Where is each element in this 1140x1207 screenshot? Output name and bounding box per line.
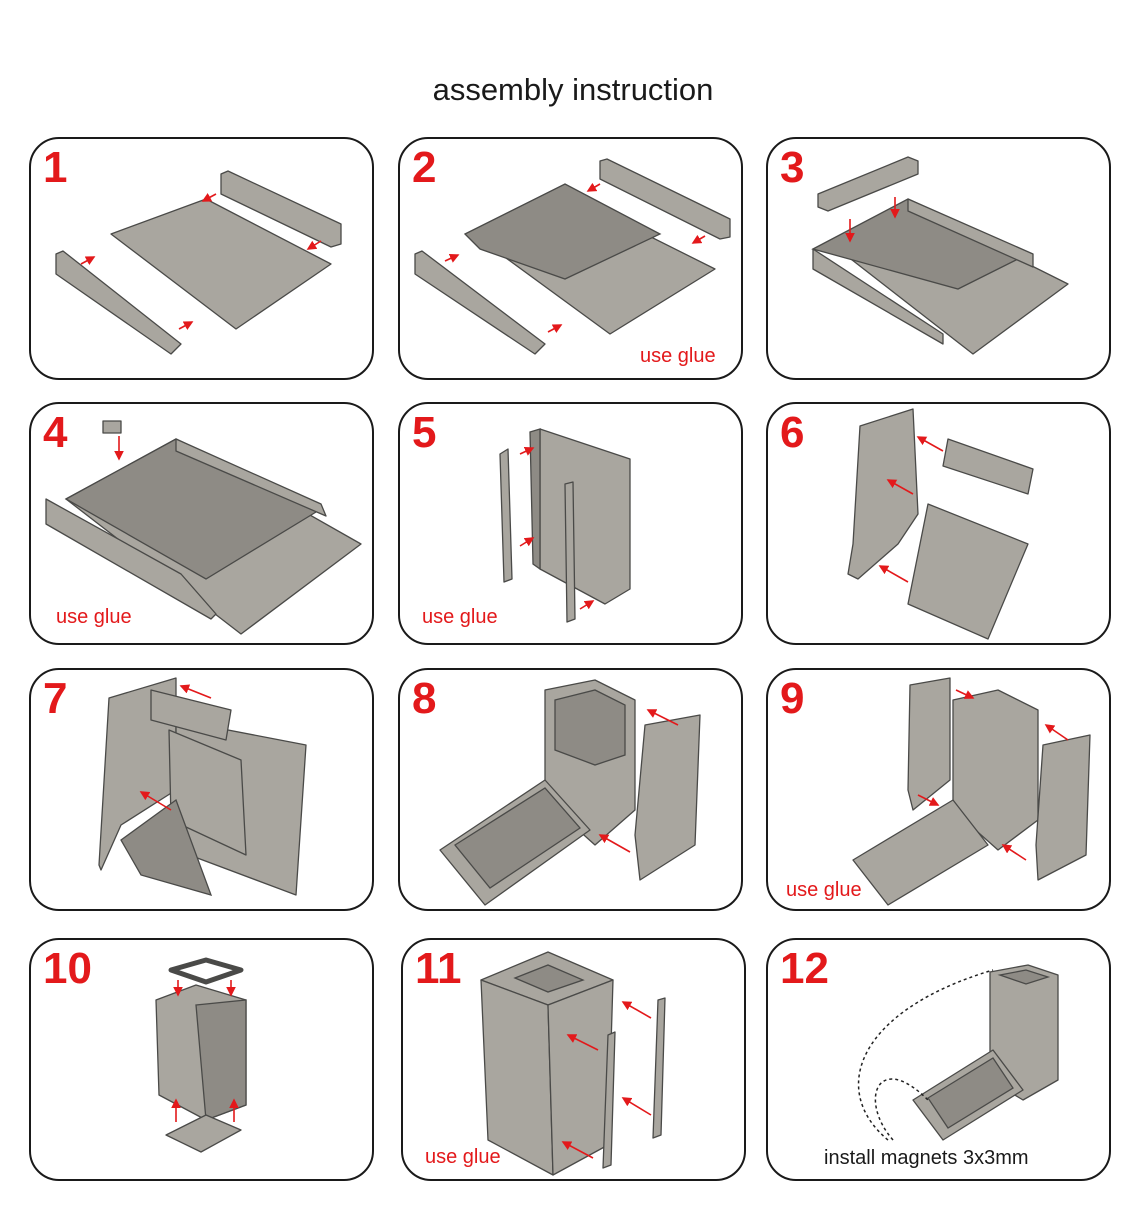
step-number: 11 xyxy=(415,944,462,993)
step-3-panel: 3 xyxy=(766,137,1111,380)
step-8-illustration xyxy=(439,679,701,906)
step-number: 2 xyxy=(412,143,437,192)
step-10-illustration xyxy=(155,957,247,1153)
step-4-illustration xyxy=(45,420,362,635)
step-11-illustration xyxy=(480,951,666,1176)
step-2-panel: 2 use glue xyxy=(398,137,743,380)
step-12-panel: 12 install magnets 3x3mm xyxy=(766,938,1111,1181)
step-5-panel: 5 use glue xyxy=(398,402,743,645)
step-number: 4 xyxy=(43,408,68,457)
step-7-panel: 7 xyxy=(29,668,374,911)
step-1-illustration xyxy=(55,170,342,355)
step-number: 5 xyxy=(412,408,437,457)
step-10-panel: 10 xyxy=(29,938,374,1181)
step-4-panel: 4 use glue xyxy=(29,402,374,645)
step-7-illustration xyxy=(98,677,307,896)
step-number: 12 xyxy=(780,944,829,993)
step-caption: use glue xyxy=(640,345,716,367)
step-3-illustration xyxy=(811,156,1069,355)
step-number: 8 xyxy=(412,674,437,723)
step-caption: use glue xyxy=(425,1146,501,1168)
page-title: assembly instruction xyxy=(432,72,714,107)
step-2-illustration xyxy=(414,158,731,355)
step-number: 10 xyxy=(43,944,92,993)
step-caption: use glue xyxy=(422,606,498,628)
step-11-panel: 11 use glue xyxy=(401,938,746,1181)
step-12-illustration xyxy=(857,964,1059,1141)
step-5-illustration xyxy=(499,428,631,623)
step-number: 7 xyxy=(43,674,68,723)
step-caption: use glue xyxy=(786,879,862,901)
step-6-panel: 6 xyxy=(766,402,1111,645)
step-caption: install magnets 3x3mm xyxy=(824,1147,1029,1169)
step-caption: use glue xyxy=(56,606,132,628)
step-number: 6 xyxy=(780,408,805,457)
step-8-panel: 8 xyxy=(398,668,743,911)
step-9-illustration xyxy=(852,677,1091,906)
step-9-panel: 9 use glue xyxy=(766,668,1111,911)
step-1-panel: 1 xyxy=(29,137,374,380)
step-6-illustration xyxy=(847,408,1034,640)
step-number: 3 xyxy=(780,143,805,192)
step-number: 1 xyxy=(43,143,68,192)
step-number: 9 xyxy=(780,674,805,723)
